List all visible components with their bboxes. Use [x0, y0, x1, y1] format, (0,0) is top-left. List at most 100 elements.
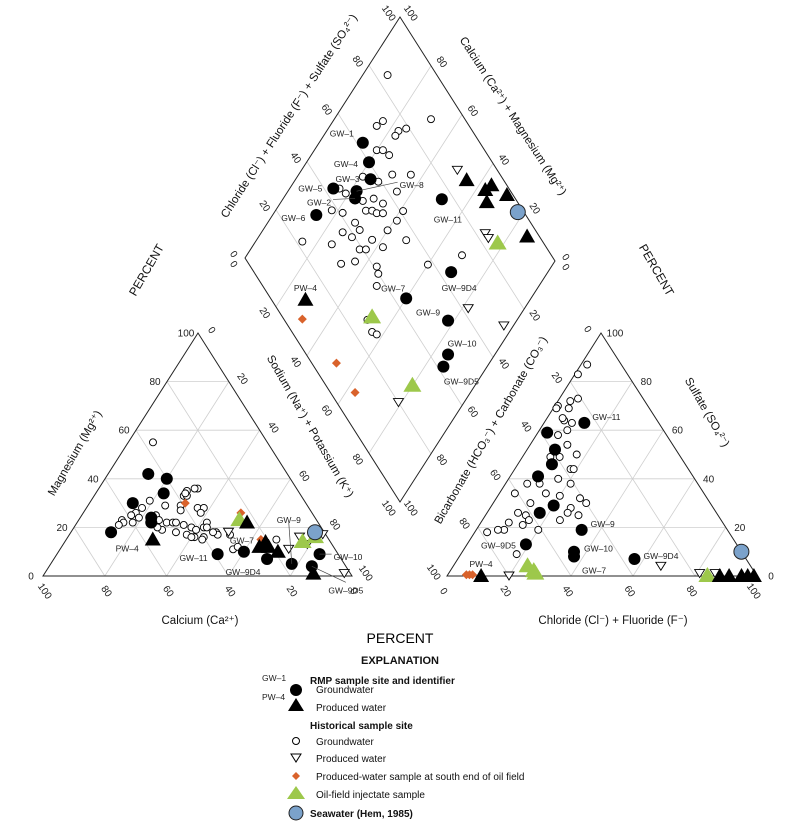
cation-tick-magnesium: 60 [118, 426, 130, 437]
diamond-point-hist-gw [385, 151, 394, 160]
anion-point-hist-gw [510, 489, 519, 498]
legend-rmp-produced-marker [288, 698, 304, 711]
cation-tick-sodium: 20 [234, 371, 250, 387]
anion-axis-title-sulfate: Sulfate (SO₄²⁻) [682, 376, 731, 450]
diamond-point-rmp-pw [458, 172, 475, 187]
anion-tick-bicarbonate: 40 [518, 419, 534, 435]
diamond-point-hist-pw [482, 234, 495, 244]
cation-point-rmp-gw [126, 497, 139, 510]
anion-point-hist-gw [583, 360, 592, 369]
diamond-point-hist-gw [372, 262, 381, 271]
cation-point-rmp-pw [260, 538, 277, 553]
diamond-point-rmp-gw [435, 193, 448, 206]
diamond-tick-chloride-sulfate: 20 [256, 199, 272, 215]
cation-point-hist-gw [145, 496, 154, 505]
anion-point-south-pw [468, 570, 478, 580]
site-label: GW–7 [582, 566, 606, 576]
site-label: GW–9D4 [226, 567, 261, 577]
site-label: GW–1 [330, 129, 354, 139]
diamond-point-hist-gw [379, 209, 387, 218]
site-label: GW–5 [298, 184, 322, 194]
anion-point-hist-gw [518, 521, 527, 529]
diamond-point-rmp-gw [327, 182, 340, 195]
anion-point-rmp-gw [628, 552, 641, 565]
grid-line [104, 478, 167, 577]
cation-point-hist-gw [202, 523, 211, 532]
diamond-tick-chloride-sulfate: 40 [287, 150, 303, 166]
diamond-point-rmp-gw [310, 209, 323, 222]
anion-point-hist-gw [555, 491, 564, 500]
diamond-point-south-pw [350, 387, 360, 397]
site-label: GW–11 [179, 553, 207, 563]
cation-point-hist-gw [128, 518, 137, 527]
diamond-point-rmp-gw [442, 348, 455, 361]
diamond-tick-bicarbonate: 60 [464, 404, 480, 420]
anion-point-rmp-gw [575, 523, 588, 536]
site-labels: PW–4PW–4PW–4GW–11GW–7GW–9D4GW–9GW–9D5GW–… [116, 129, 679, 596]
anion-point-hist-gw [552, 404, 561, 413]
cation-triangle-frame [42, 332, 353, 577]
anion-point-hist-gw [541, 489, 550, 498]
diamond-tick-bicarbonate: 80 [433, 453, 449, 469]
legend-injectate-marker [287, 786, 305, 799]
site-label: GW–9D5 [444, 377, 479, 387]
diamond-point-hist-gw [348, 233, 356, 242]
diamond-tick-calcium-magnesium: 60 [464, 103, 480, 119]
cation-point-rmp-pw [144, 531, 161, 546]
diamond-tick-chloride-sulfate: 60 [318, 102, 334, 118]
cation-point-rmp-pw [269, 543, 286, 558]
cation-tick-calcium: 0 [347, 586, 359, 597]
anion-tick-bicarbonate: 80 [456, 516, 472, 532]
cation-tick-magnesium: 80 [149, 377, 161, 388]
anion-point-hist-gw [554, 474, 563, 483]
cation-point-hist-gw [209, 528, 217, 537]
cation-point-hist-gw [172, 518, 180, 527]
diamond-point-injectate [488, 234, 507, 250]
diamond-point-hist-pw [392, 398, 405, 408]
legend-title: EXPLANATION [361, 655, 439, 667]
anion-point-rmp-gw [533, 506, 546, 519]
diamond-point-rmp-gw [364, 173, 377, 186]
anion-point-hist-gw [504, 518, 513, 527]
cation-point-rmp-pw [305, 565, 322, 580]
cation-tick-sodium: 80 [327, 517, 343, 533]
anion-point-rmp-gw [532, 470, 545, 483]
cation-point-rmp-gw [142, 467, 155, 480]
cation-point-hist-gw [198, 535, 207, 544]
plot-frames [42, 16, 758, 577]
anion-tick-sulfate: 40 [703, 474, 715, 485]
site-label: GW–2 [307, 197, 331, 207]
cation-point-rmp-gw [261, 552, 274, 565]
grid-line [306, 114, 463, 356]
cation-point-hist-gw [176, 506, 185, 515]
anion-tick-chloride: 60 [621, 584, 637, 600]
cation-point-hist-gw [134, 513, 143, 522]
anion-point-hist-pw [655, 561, 667, 572]
diamond-point-hist-gw [327, 240, 336, 249]
diamond-point-hist-gw [391, 131, 400, 140]
diamond-point-hist-gw [402, 236, 411, 245]
diamond-point-hist-gw [379, 146, 387, 155]
site-label: GW–6 [281, 213, 305, 223]
anion-axis-title-bicarbonate: Bicarbonate (HCO₃⁻) + Carbonate (CO₃⁻) [433, 335, 551, 527]
anion-point-hist-gw [523, 479, 532, 488]
cation-point-seawater [307, 524, 324, 541]
diamond-tick-calcium-magnesium: 40 [495, 152, 511, 168]
diamond-tick-bicarbonate: 100 [401, 499, 420, 519]
diamond-point-hist-pw [479, 229, 492, 239]
cation-point-hist-gw [196, 508, 205, 517]
anion-point-hist-gw [564, 404, 573, 413]
cation-tick-sodium: 40 [265, 420, 281, 436]
site-label: GW–9 [416, 308, 440, 318]
anion-point-hist-gw [526, 499, 535, 508]
cation-point-hist-gw [181, 489, 190, 498]
diamond-tick-sodium: 100 [379, 499, 398, 519]
diamond-point-injectate [403, 376, 422, 392]
cation-tick-magnesium: 20 [56, 523, 68, 534]
site-label: GW–10 [334, 552, 363, 562]
data-points [105, 71, 762, 582]
anion-point-rmp-gw [548, 443, 561, 456]
diamond-point-hist-gw [372, 121, 381, 130]
diamond-point-hist-gw [327, 206, 336, 215]
